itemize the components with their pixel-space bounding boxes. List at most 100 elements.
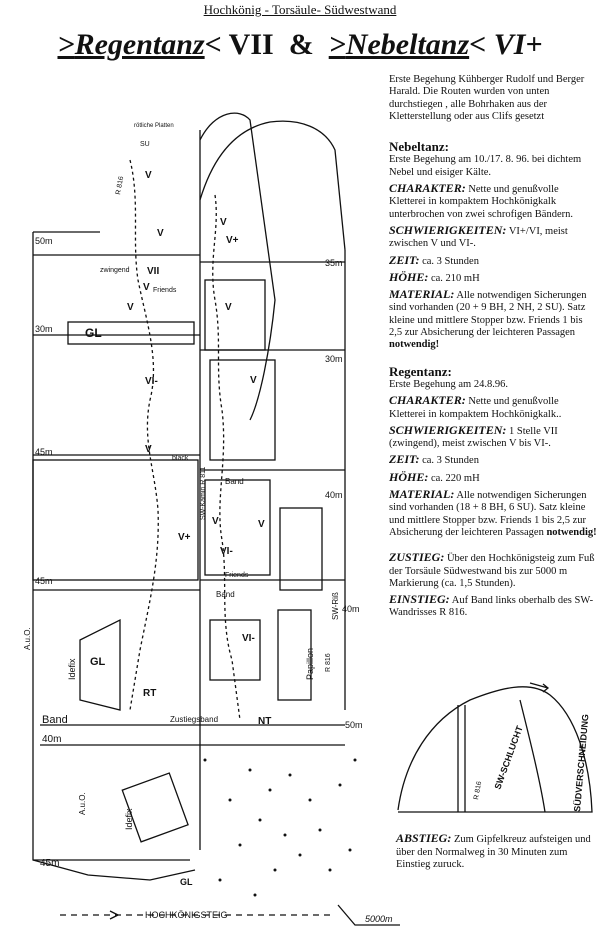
overview-outline bbox=[397, 686, 593, 813]
nebeltanz-first-ascent: Erste Begehung am 10./17. 8. 96. bei dic… bbox=[389, 154, 582, 178]
grade-v-8: V bbox=[250, 375, 257, 386]
label-40m-c: 40m bbox=[342, 604, 360, 614]
label-zwingend: zwingend bbox=[100, 267, 130, 274]
label-r816-b: R 816 bbox=[115, 176, 125, 196]
grade-v-1: V bbox=[145, 170, 152, 181]
label-zustiegsband: Zustiegsband bbox=[170, 715, 218, 724]
label-45m-c: 45m bbox=[40, 858, 59, 869]
label-gl-1: GL bbox=[85, 326, 102, 340]
nebeltanz-schwierigkeiten: SCHWIERIGKEITEN: VI+/VI, meist zwischen … bbox=[389, 222, 568, 250]
label-50m: 50m bbox=[35, 236, 53, 246]
m5000-marker bbox=[337, 904, 400, 926]
title-route2: >Nebeltanz bbox=[328, 28, 470, 61]
grade-v-6: V bbox=[220, 217, 227, 228]
route-nebeltanz bbox=[212, 194, 241, 721]
overview-arrow bbox=[529, 682, 550, 693]
regentanz-schwierigkeiten: SCHWIERIGKEITEN: 1 Stelle VII (zwingend)… bbox=[389, 422, 558, 450]
regentanz-heading: Regentanz: bbox=[389, 363, 452, 379]
grade-vii: VII bbox=[147, 266, 159, 277]
pillar-outline bbox=[199, 112, 276, 421]
label-30m-a: 30m bbox=[35, 324, 53, 334]
einstieg-text: EINSTIEG: Auf Band links oberhalb des SW… bbox=[389, 592, 594, 619]
label-30m-b: 30m bbox=[325, 354, 343, 364]
label-auo-1: A.u.O. bbox=[23, 627, 32, 650]
page-header: Hochkönig - Torsäule- Südwestwand bbox=[203, 2, 397, 17]
face-section-f bbox=[277, 609, 312, 701]
grade-v-4: V bbox=[127, 302, 134, 313]
grade-vi-3: VI- bbox=[242, 633, 255, 644]
label-50m-b: 50m bbox=[345, 720, 363, 730]
label-sw-riss: SW-Riß bbox=[331, 592, 340, 620]
label-rt: RT bbox=[143, 688, 156, 699]
gl-block bbox=[79, 618, 121, 711]
gl-box bbox=[67, 321, 195, 345]
regentanz-zeit: ZEIT: ca. 3 Stunden bbox=[389, 452, 479, 467]
nebeltanz-hoehe: HÖHE: ca. 210 mH bbox=[389, 269, 480, 284]
label-45m-a: 45m bbox=[35, 447, 53, 457]
label-sw-schlucht: SW-SCHLUCHT bbox=[492, 724, 524, 791]
label-friends-2: Friends bbox=[225, 572, 249, 579]
face-section-c bbox=[209, 359, 276, 461]
page-title: >Regentanz< VII & >Nebeltanz< VI+ bbox=[0, 28, 600, 62]
cliff-outline bbox=[199, 120, 346, 251]
grade-v-5: V bbox=[145, 444, 152, 455]
label-black: black bbox=[172, 455, 189, 462]
label-40m-b: 40m bbox=[42, 734, 61, 745]
nebeltanz-charakter: CHARAKTER: Nette und genußvolle Klettere… bbox=[389, 181, 573, 220]
label-gl-3: GL bbox=[180, 877, 193, 887]
label-roetliche: rötliche Platten bbox=[134, 123, 174, 129]
grade-vi-1: VI- bbox=[145, 376, 158, 387]
label-band-2: Band bbox=[216, 590, 235, 599]
arrow-left bbox=[109, 910, 119, 920]
label-idefix-2: Idefix bbox=[124, 808, 134, 830]
grade-v-9: V bbox=[258, 519, 265, 530]
idefix-box bbox=[121, 772, 189, 843]
grade-vi-2: VI- bbox=[220, 546, 233, 557]
label-sw-kamin: SW-Kamin R 811 bbox=[200, 466, 207, 520]
regentanz-material: MATERIAL: Alle notwendigen Sicherungen s… bbox=[389, 487, 597, 538]
label-nt: NT bbox=[258, 716, 271, 727]
zustieg-text: ZUSTIEG: Über den Hochkönigsteig zum Fuß… bbox=[389, 550, 595, 589]
face-section-e bbox=[279, 507, 323, 591]
nebeltanz-zeit: ZEIT: ca. 3 Stunden bbox=[389, 252, 479, 267]
intro-text: Erste Begehung Kühberger Rudolf und Berg… bbox=[389, 74, 585, 122]
face-section-g bbox=[209, 619, 261, 681]
face-section-b bbox=[204, 279, 266, 351]
grade-v-3: V bbox=[143, 282, 150, 293]
label-r816-c: R 816 bbox=[473, 781, 483, 801]
grade-vplus-2: V+ bbox=[178, 532, 191, 543]
scree-field bbox=[203, 758, 357, 897]
abstieg-text: ABSTIEG: Zum Gipfelkreuz aufsteigen und … bbox=[396, 831, 591, 870]
label-band-1: Band bbox=[42, 714, 68, 726]
title-grade2: < VI+ bbox=[469, 28, 543, 61]
title-route1: >Regentanz bbox=[57, 28, 205, 61]
grade-v-2: V bbox=[157, 228, 164, 239]
regentanz-hoehe: HÖHE: ca. 220 mH bbox=[389, 469, 480, 484]
label-band-3: Band bbox=[225, 477, 244, 486]
label-friends-1: Friends bbox=[153, 287, 177, 294]
label-r816-a: R 816 bbox=[325, 653, 332, 672]
label-papillon: Papillon bbox=[305, 648, 315, 680]
face-section-a bbox=[32, 459, 199, 581]
route-description: Erste Begehung Kühberger Rudolf und Berg… bbox=[389, 74, 597, 623]
nebeltanz-material: MATERIAL: Alle notwendigen Sicherungen s… bbox=[389, 287, 587, 351]
route-regentanz bbox=[129, 159, 159, 711]
nebeltanz-heading: Nebeltanz: bbox=[389, 139, 449, 155]
label-hochkoenigsteig: HOCHKÖNIGSTEIG bbox=[145, 910, 228, 920]
regentanz-charakter: CHARAKTER: Nette und genußvolle Klettere… bbox=[389, 393, 562, 420]
label-auo-2: A.u.O. bbox=[78, 792, 87, 815]
label-su: SU bbox=[140, 141, 150, 148]
band-lines bbox=[33, 254, 345, 861]
face-section-d bbox=[204, 479, 271, 576]
title-grade1: < VII bbox=[204, 28, 274, 61]
label-5000m: 5000m bbox=[365, 914, 393, 924]
label-45m-b: 45m bbox=[35, 576, 53, 586]
label-40m-a: 40m bbox=[325, 490, 343, 500]
wall-outline bbox=[32, 130, 346, 881]
regentanz-first-ascent: Erste Begehung am 24.8.96. bbox=[389, 378, 508, 390]
label-35m: 35m bbox=[325, 258, 343, 268]
label-idefix-1: Idefix bbox=[67, 658, 77, 680]
overview-rib bbox=[457, 699, 546, 813]
grade-v-10: V bbox=[212, 516, 219, 527]
